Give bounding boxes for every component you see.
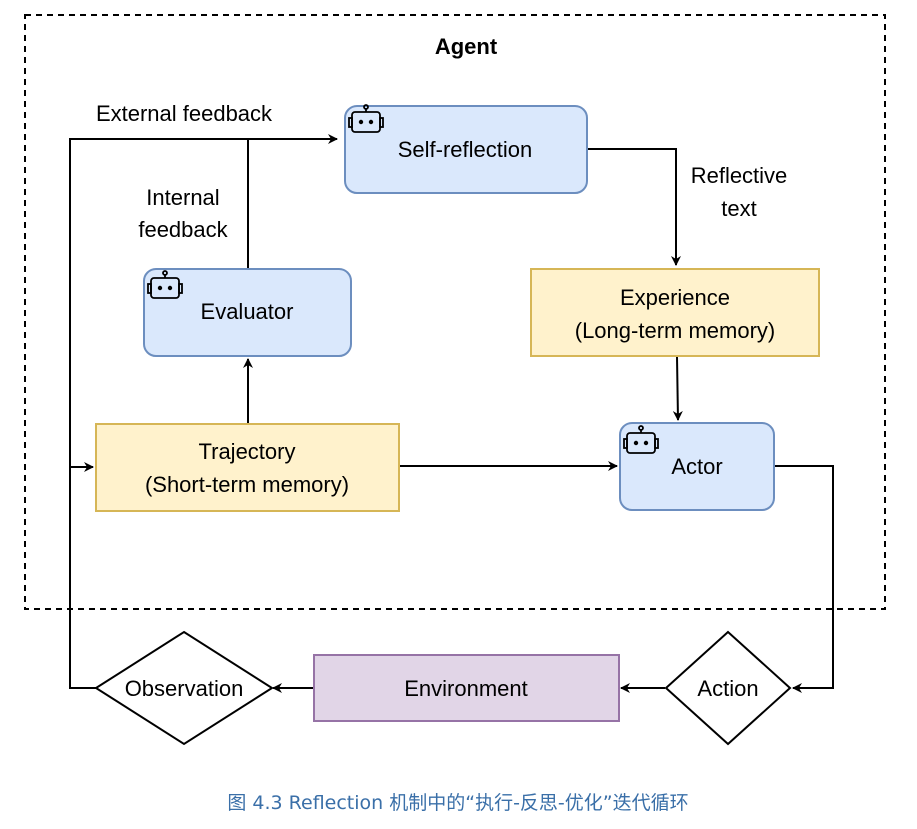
trajectory-sublabel: (Short-term memory) bbox=[145, 472, 349, 497]
agent-title: Agent bbox=[435, 34, 498, 59]
edge-observation-selfreflection bbox=[69, 134, 338, 689]
trajectory-label: Trajectory bbox=[199, 439, 296, 464]
figure-caption: 图 4.3 Reflection 机制中的“执行-反思-优化”迭代循环 bbox=[227, 792, 688, 814]
edge-experience-actor bbox=[672, 356, 683, 421]
edge-actor-action bbox=[775, 465, 834, 693]
evaluator-label: Evaluator bbox=[201, 299, 294, 324]
experience-label: Experience bbox=[620, 285, 730, 310]
internal-feedback-label-line1: Internal bbox=[146, 185, 219, 210]
actor-label: Actor bbox=[671, 454, 722, 479]
internal-feedback-label-line2: feedback bbox=[138, 217, 228, 242]
node-actor: Actor bbox=[619, 422, 775, 511]
node-environment: Environment bbox=[313, 654, 620, 722]
environment-label: Environment bbox=[404, 676, 528, 701]
reflective-text-label-line2: text bbox=[721, 196, 756, 221]
node-observation: Observation bbox=[94, 630, 274, 746]
node-self-reflection: Self-reflection bbox=[344, 104, 588, 194]
node-action: Action bbox=[664, 630, 792, 746]
node-experience: Experience (Long-term memory) bbox=[530, 268, 820, 357]
action-label: Action bbox=[697, 676, 758, 701]
experience-sublabel: (Long-term memory) bbox=[575, 318, 775, 343]
agent-container bbox=[24, 14, 886, 610]
node-evaluator: Evaluator bbox=[143, 268, 352, 357]
external-feedback-label: External feedback bbox=[96, 101, 273, 126]
node-trajectory: Trajectory (Short-term memory) bbox=[95, 423, 400, 512]
self-reflection-label: Self-reflection bbox=[398, 137, 533, 162]
edge-selfreflection-experience bbox=[588, 148, 681, 266]
reflective-text-label-line1: Reflective bbox=[691, 163, 788, 188]
observation-label: Observation bbox=[125, 676, 244, 701]
